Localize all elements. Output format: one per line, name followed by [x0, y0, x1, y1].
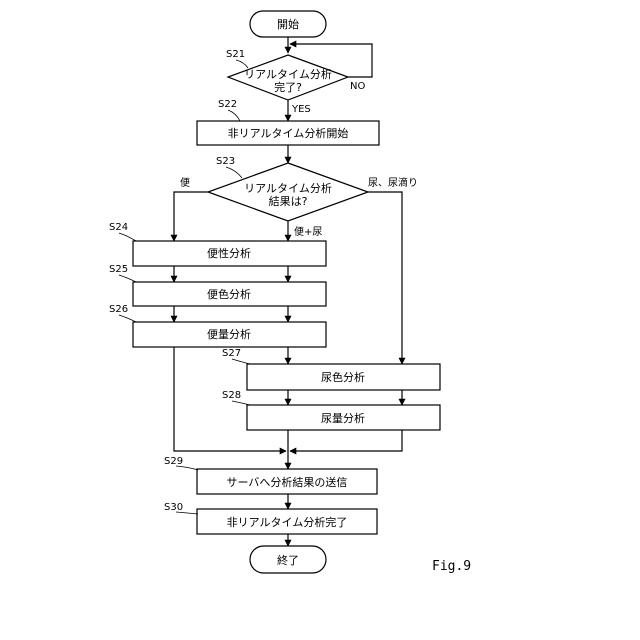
s23-text-line2: 結果は? [269, 194, 308, 208]
arrow-s23-urine [368, 192, 402, 364]
branch-both-label: 便+尿 [294, 225, 322, 238]
s28-label: 尿量分析 [321, 411, 365, 425]
arrow-s28-right-to-merge [290, 430, 402, 451]
s29-label: サーバへ分析結果の送信 [227, 475, 348, 489]
step-s27-leader [232, 359, 250, 364]
step-s21-label: S21 [226, 49, 245, 60]
arrow-s23-stool [174, 192, 208, 241]
step-s21-leader [236, 60, 248, 68]
s24-label: 便性分析 [207, 246, 251, 260]
s25-label: 便色分析 [207, 287, 251, 301]
s22-label: 非リアルタイム分析開始 [228, 126, 349, 140]
step-s23-leader [226, 167, 242, 178]
step-s28-label: S28 [222, 390, 241, 401]
step-s28-leader [232, 401, 250, 405]
step-s29-leader [176, 466, 198, 470]
step-s27-label: S27 [222, 348, 241, 359]
step-s23-label: S23 [216, 156, 235, 167]
s26-label: 便量分析 [207, 327, 251, 341]
step-s24-leader [119, 233, 136, 241]
s27-label: 尿色分析 [321, 370, 365, 384]
branch-stool-label: 便 [180, 176, 190, 189]
branch-no-label: NO [350, 81, 365, 92]
s23-text-line1: リアルタイム分析 [244, 181, 332, 195]
step-s25-leader [119, 275, 136, 282]
step-s26-leader [119, 315, 136, 322]
s30-label: 非リアルタイム分析完了 [227, 515, 348, 529]
step-s25-label: S25 [109, 264, 128, 275]
end-label: 終了 [277, 553, 299, 567]
figure-label: Fig.9 [432, 559, 471, 574]
step-s29-label: S29 [164, 456, 183, 467]
branch-urine-label: 尿、尿滴り [368, 176, 418, 189]
step-s22-label: S22 [218, 99, 237, 110]
step-s22-leader [228, 110, 240, 121]
step-s26-label: S26 [109, 304, 128, 315]
step-s24-label: S24 [109, 222, 128, 233]
start-label: 開始 [277, 17, 299, 31]
s21-text-line1: リアルタイム分析 [244, 67, 332, 81]
step-s30-leader [176, 512, 198, 514]
step-s30-label: S30 [164, 502, 183, 513]
s21-text-line2: 完了? [274, 80, 302, 94]
branch-yes-label: YES [291, 104, 311, 115]
